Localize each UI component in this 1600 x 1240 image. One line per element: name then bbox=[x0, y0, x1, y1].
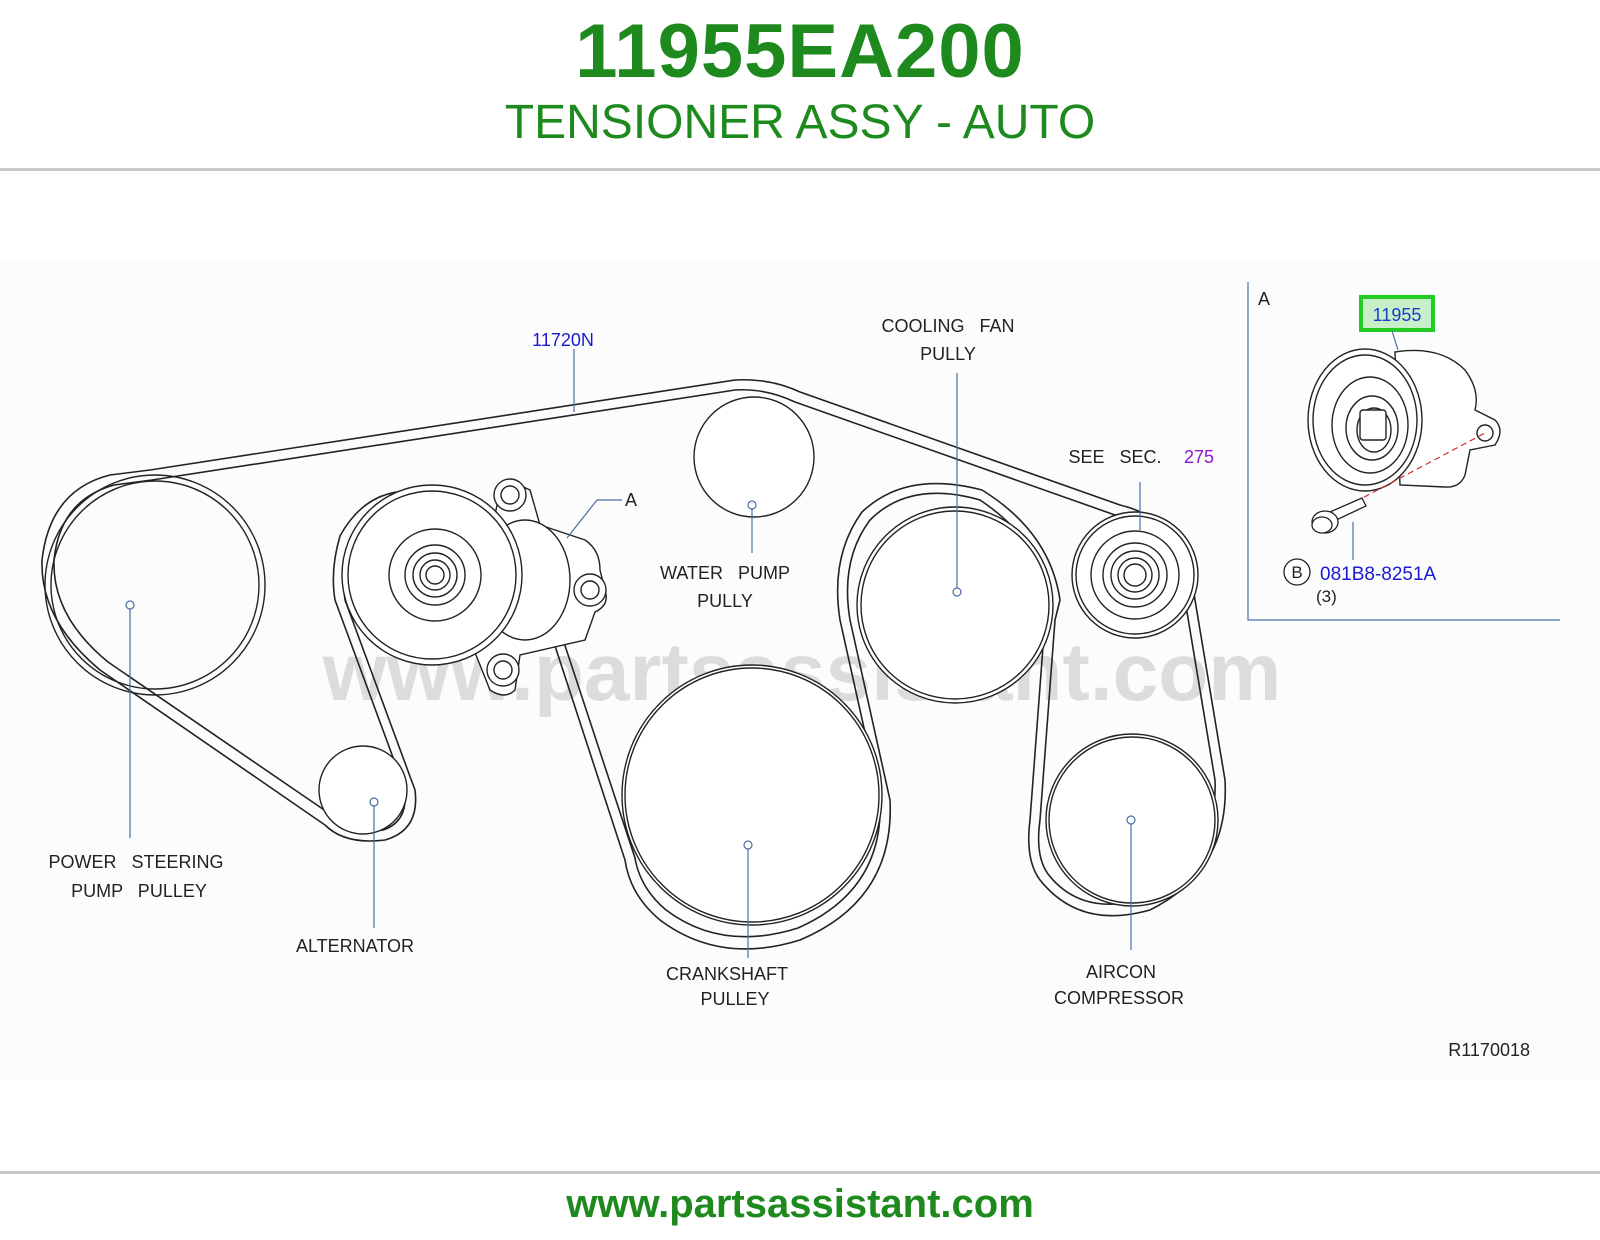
cooling-fan-pulley[interactable] bbox=[856, 506, 1054, 704]
see-sec-label: SEE SEC. bbox=[1068, 447, 1161, 467]
water-pump-label-1: WATER PUMP bbox=[660, 563, 790, 583]
crankshaft-label-1: CRANKSHAFT bbox=[666, 964, 788, 984]
section-link-275[interactable]: 275 bbox=[1184, 447, 1214, 467]
tensioner-assembly-main[interactable] bbox=[341, 478, 607, 696]
tensioner-assembly-detail[interactable] bbox=[1307, 348, 1501, 492]
top-divider bbox=[0, 168, 1600, 171]
bolt-callout-circle bbox=[1283, 558, 1311, 586]
ps-pump-label-2: PUMP PULLEY bbox=[71, 881, 207, 901]
detail-frame bbox=[1247, 282, 1560, 621]
bolt-callout-letter: B bbox=[1291, 563, 1302, 582]
bolt-part-link[interactable]: 081B8-8251A bbox=[1320, 564, 1437, 585]
detail-part-leader bbox=[1391, 330, 1399, 351]
part-name-subtitle: TENSIONER ASSY - AUTO bbox=[504, 96, 1096, 149]
water-pump-center bbox=[747, 500, 757, 510]
water-pump-pulley[interactable] bbox=[693, 396, 815, 518]
cooling-fan-center bbox=[952, 587, 962, 597]
bottom-divider bbox=[0, 1171, 1600, 1174]
detail-marker-main: A bbox=[625, 490, 637, 510]
alternator-label: ALTERNATOR bbox=[296, 936, 414, 956]
highlighted-part-box[interactable] bbox=[1359, 295, 1435, 332]
component-labels: COOLING FAN PULLY SEE SEC. WATER PUMP PU… bbox=[48, 316, 1184, 1009]
bolt-icon[interactable] bbox=[1311, 497, 1367, 534]
cooling-fan-label-1: COOLING FAN bbox=[881, 316, 1014, 336]
cooling-fan-label-2: PULLY bbox=[920, 344, 976, 364]
bolt-quantity: (3) bbox=[1316, 587, 1337, 606]
tensioner-detail-leader bbox=[566, 499, 622, 539]
power-steering-pulley[interactable] bbox=[44, 474, 266, 696]
reference-code: R1170018 bbox=[1448, 1040, 1530, 1060]
part-number-title: 11955EA200 bbox=[575, 9, 1025, 94]
idler-pulley[interactable] bbox=[1071, 511, 1199, 639]
aircon-label-1: AIRCON bbox=[1086, 962, 1156, 982]
ps-pump-label-1: POWER STEERING bbox=[48, 852, 223, 872]
alternator-pulley[interactable] bbox=[318, 745, 408, 835]
belt-part-link[interactable]: 11720N bbox=[532, 330, 594, 350]
aircon-label-2: COMPRESSOR bbox=[1054, 988, 1184, 1008]
detail-marker-inset: A bbox=[1258, 289, 1270, 309]
footer-site-link[interactable]: www.partsassistant.com bbox=[566, 1182, 1034, 1226]
crankshaft-label-2: PULLEY bbox=[700, 989, 769, 1009]
crankshaft-center bbox=[743, 840, 753, 850]
page-header: 11955EA200 TENSIONER ASSY - AUTO bbox=[0, 0, 1600, 170]
alternator-center bbox=[369, 797, 379, 807]
bolt-axis-line bbox=[1354, 432, 1486, 503]
ps-pulley-center bbox=[125, 600, 135, 610]
aircon-center bbox=[1126, 815, 1136, 825]
crankshaft-pulley[interactable] bbox=[621, 664, 883, 926]
highlighted-part-number[interactable]: 11955 bbox=[1373, 305, 1422, 325]
water-pump-label-2: PULLY bbox=[697, 591, 753, 611]
